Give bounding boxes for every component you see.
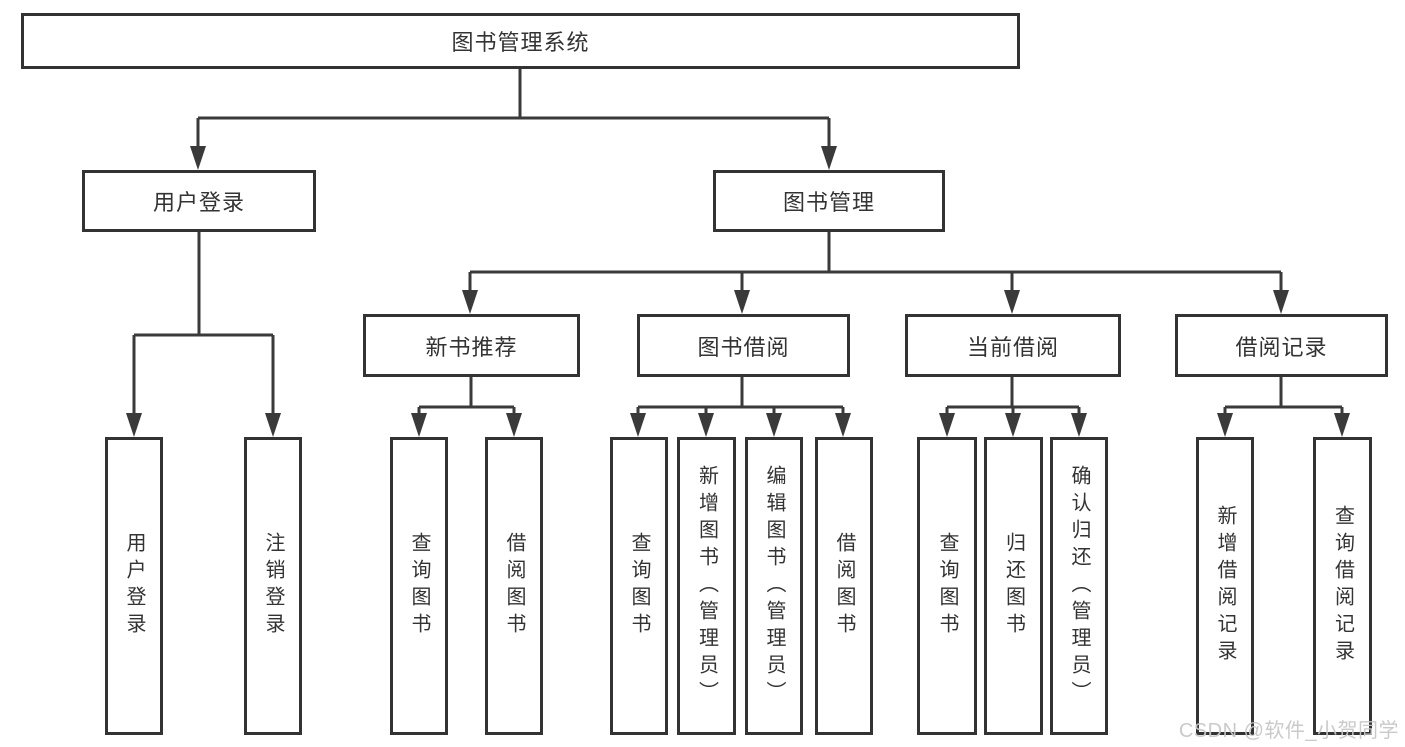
- leaf-confirm-return-admin: 确认归还（管理员）: [1050, 437, 1108, 735]
- connector-book-management-to-level3: [468, 232, 1283, 294]
- leaf-edit-books-admin: 编辑图书（管理员）: [745, 437, 803, 735]
- leaf-logout-login-label: 注销登录: [262, 532, 284, 640]
- node-book-borrow: 图书借阅: [637, 314, 850, 377]
- arrowheads-new-book-recommend: [411, 413, 522, 437]
- connector-book-borrow: [636, 377, 845, 417]
- leaf-borrow-books: 借阅图书: [815, 437, 873, 735]
- leaf-query-books-borrow-label: 查询图书: [628, 532, 650, 640]
- arrowheads-book-borrow: [630, 413, 851, 437]
- leaf-edit-books-admin-label: 编辑图书（管理员）: [763, 464, 785, 708]
- node-user-login: 用户登录: [82, 170, 316, 232]
- csdn-watermark: CSDN @软件_小贺同学: [1178, 720, 1399, 742]
- leaf-query-books-recommend-label: 查询图书: [408, 532, 430, 640]
- arrowheads-user-login: [126, 413, 281, 437]
- node-new-book-recommend: 新书推荐: [363, 314, 580, 377]
- connector-root-to-level2: [196, 68, 831, 150]
- arrowheads-current-borrow: [939, 413, 1087, 437]
- leaf-add-borrow-record-label: 新增借阅记录: [1214, 505, 1236, 667]
- leaf-user-login-label: 用户登录: [123, 532, 145, 640]
- leaf-query-borrow-record: 查询借阅记录: [1313, 437, 1372, 735]
- node-library-management-system: 图书管理系统: [21, 13, 1020, 69]
- leaf-add-borrow-record: 新增借阅记录: [1196, 437, 1254, 735]
- leaf-borrow-books-recommend-label: 借阅图书: [503, 532, 525, 640]
- leaf-logout-login: 注销登录: [244, 437, 302, 735]
- leaf-query-borrow-record-label: 查询借阅记录: [1331, 505, 1354, 667]
- leaf-query-books-borrow: 查询图书: [610, 437, 668, 735]
- arrowheads-book-management: [462, 290, 1289, 314]
- connector-current-borrow: [945, 377, 1081, 417]
- leaf-query-books-current: 查询图书: [917, 437, 977, 735]
- leaf-query-books-current-label: 查询图书: [936, 532, 958, 640]
- leaf-return-books: 归还图书: [984, 437, 1043, 735]
- connector-borrow-records: [1223, 377, 1344, 417]
- leaf-borrow-books-label: 借阅图书: [833, 532, 855, 640]
- leaf-user-login: 用户登录: [105, 437, 163, 735]
- leaf-return-books-label: 归还图书: [1002, 532, 1025, 640]
- leaf-add-books-admin: 新增图书（管理员）: [677, 437, 736, 735]
- node-book-management: 图书管理: [713, 170, 945, 232]
- leaf-borrow-books-recommend: 借阅图书: [485, 437, 543, 735]
- leaf-add-books-admin-label: 新增图书（管理员）: [695, 464, 718, 708]
- node-current-borrow: 当前借阅: [905, 314, 1121, 377]
- leaf-query-books-recommend: 查询图书: [390, 437, 448, 735]
- arrowheads-root-to-level2: [190, 146, 837, 170]
- arrowheads-borrow-records: [1217, 413, 1350, 437]
- node-borrow-records: 借阅记录: [1175, 314, 1388, 377]
- connector-user-login-to-leaves: [132, 232, 275, 417]
- leaf-confirm-return-admin-label: 确认归还（管理员）: [1068, 464, 1090, 708]
- connector-new-book-recommend: [417, 377, 516, 417]
